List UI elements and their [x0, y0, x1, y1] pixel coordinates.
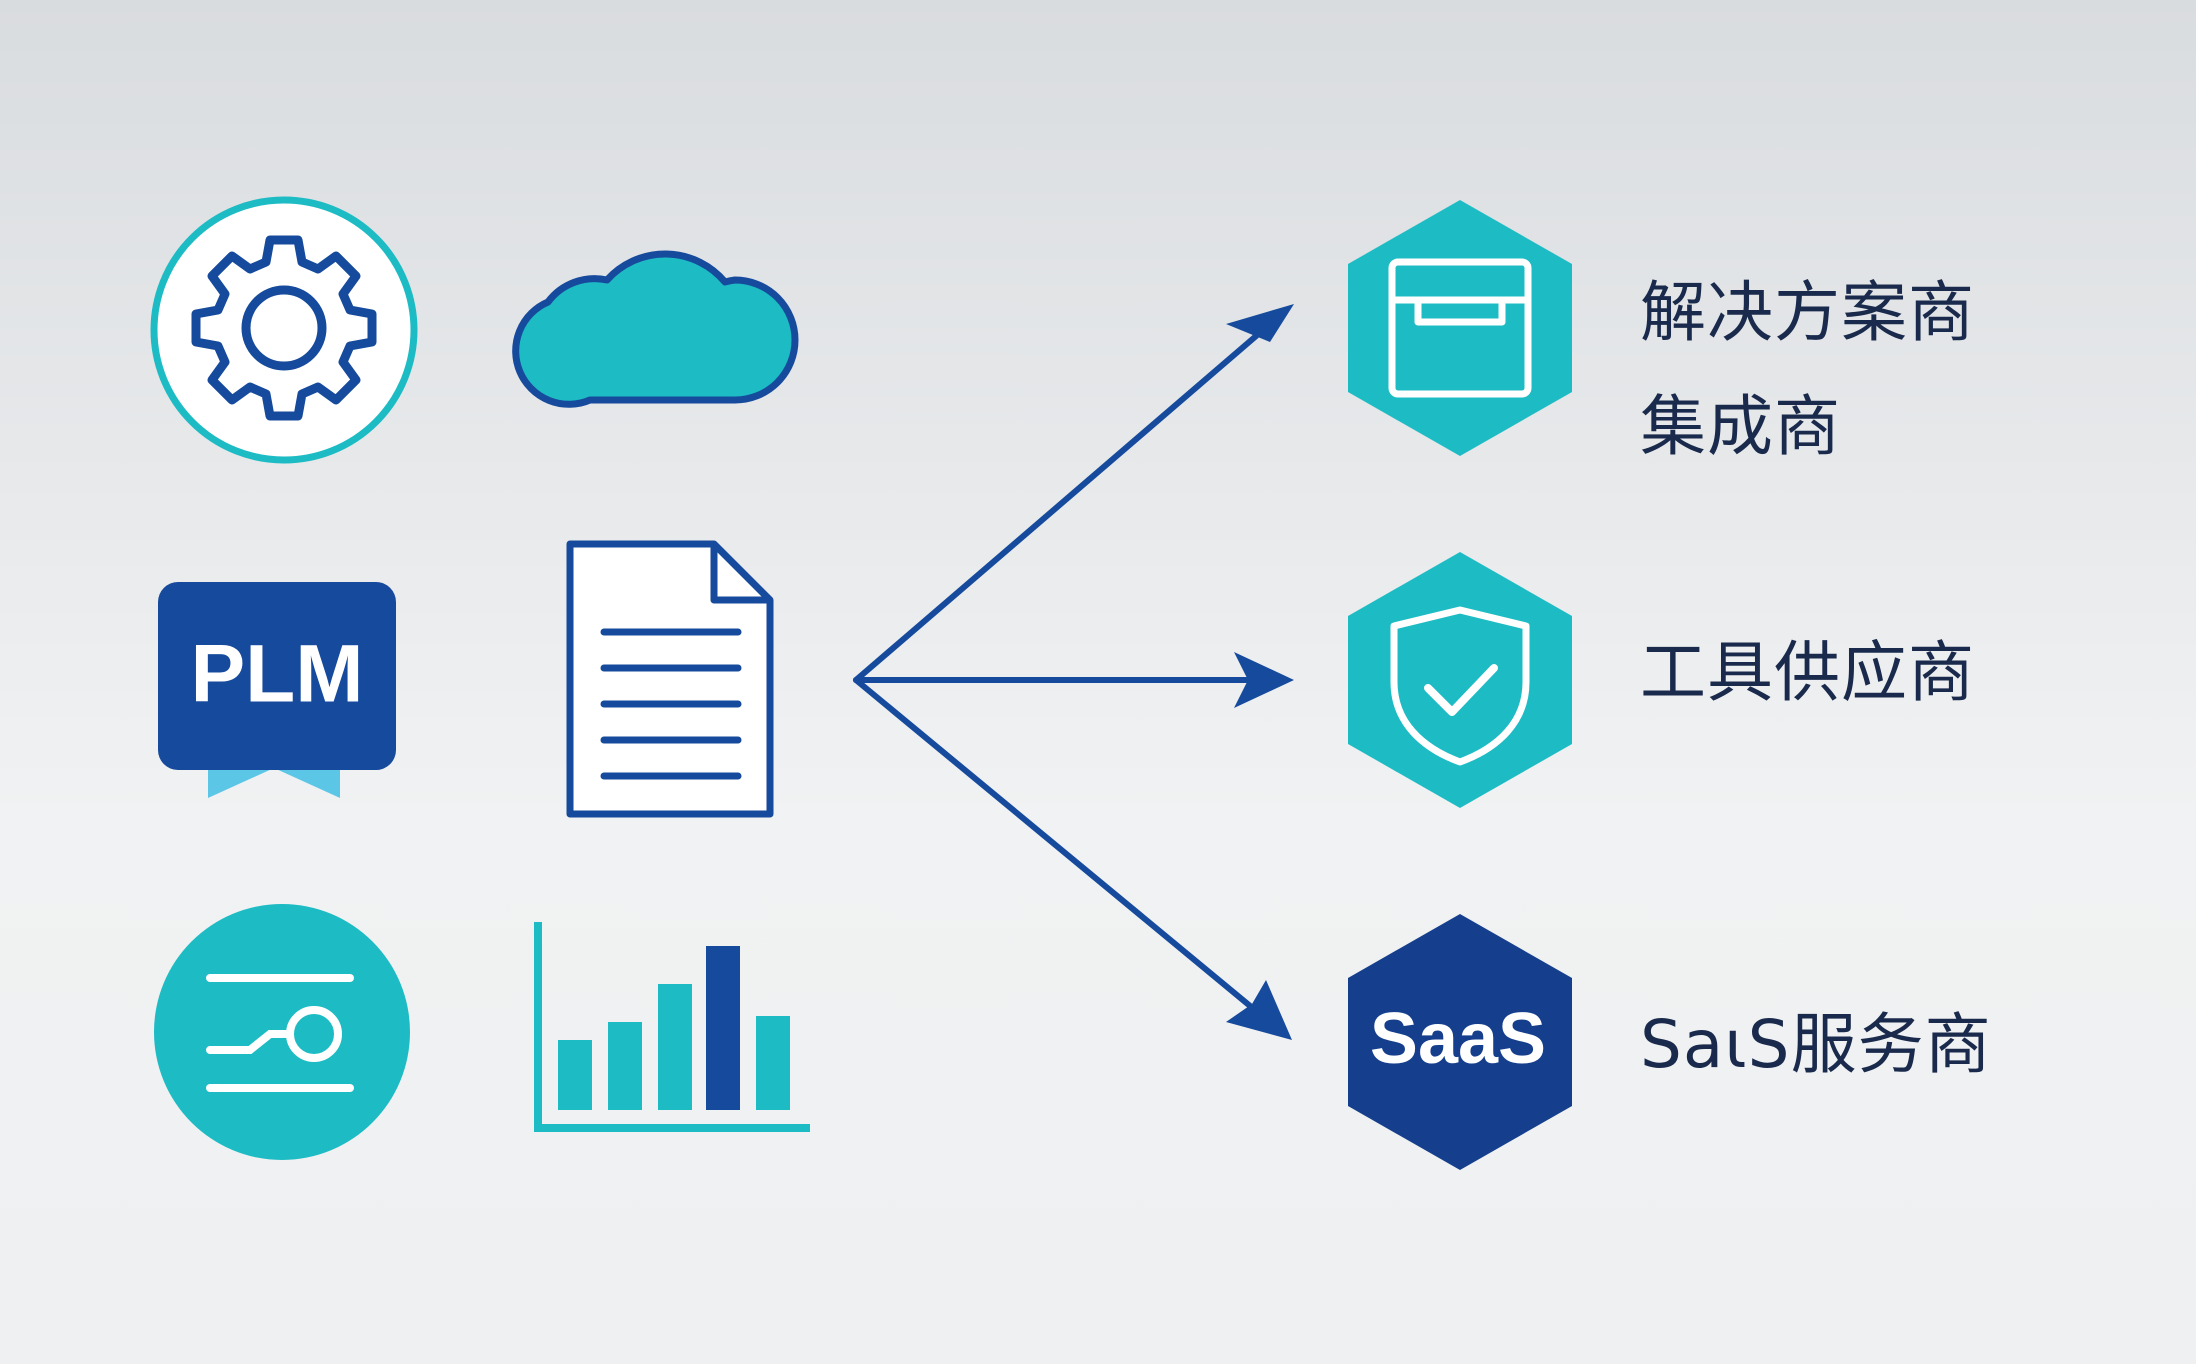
- saas-hexagon: SaaS: [1348, 914, 1572, 1170]
- plm-badge: PLM: [158, 582, 396, 798]
- plm-badge-text: PLM: [190, 629, 363, 720]
- label-solution-provider: 解决方案商: [1640, 274, 1975, 351]
- arrowheads: [1226, 304, 1294, 1040]
- bar-chart-icon: [534, 922, 810, 1132]
- document-icon: [566, 540, 774, 818]
- arrow-upper: [853, 309, 1287, 683]
- arrow-lower: [853, 677, 1287, 1037]
- gear-icon: [150, 196, 418, 464]
- arrows: [853, 309, 1287, 1037]
- cloud-icon: [512, 250, 799, 408]
- label-integrator: 集成商: [1640, 388, 1841, 465]
- saas-hexagon-text: SaaS: [1370, 999, 1546, 1079]
- toggle-connector-icon: [154, 904, 410, 1160]
- drawer-box-icon: [1348, 200, 1572, 456]
- label-saas-service-provider: SaιS服务商: [1640, 1006, 1992, 1083]
- shield-check-icon: [1348, 552, 1572, 808]
- label-tool-supplier: 工具供应商: [1640, 634, 1975, 711]
